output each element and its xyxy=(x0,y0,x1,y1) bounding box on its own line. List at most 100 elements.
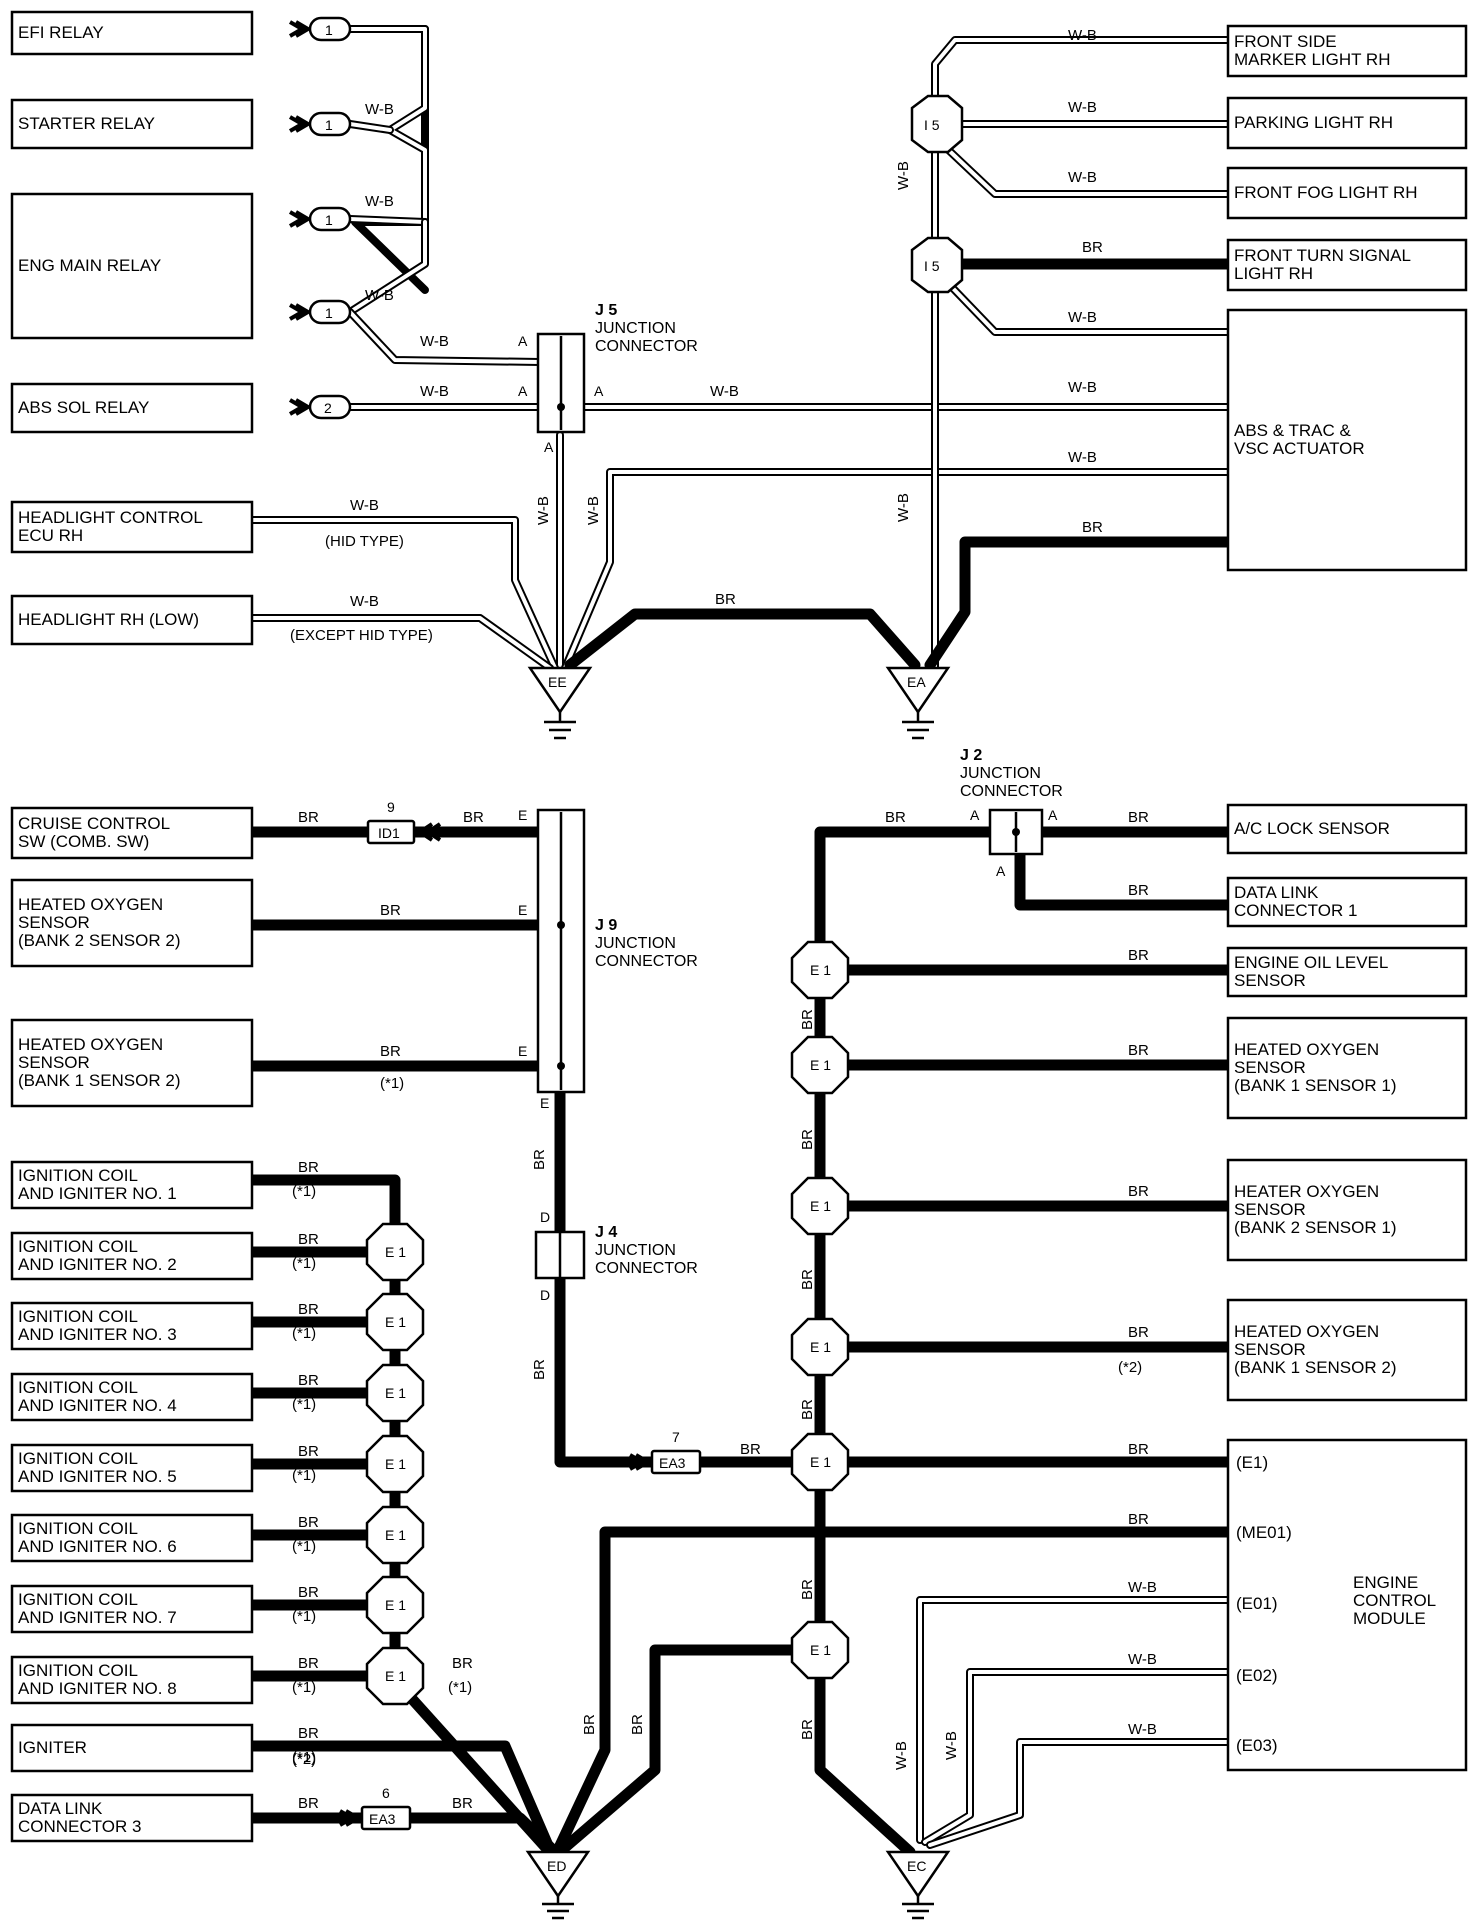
splice-i5-b: I 5 xyxy=(910,236,964,294)
hos-b1s2-left-label: SENSOR xyxy=(18,1053,90,1072)
front-fog-light-label: FRONT FOG LIGHT RH xyxy=(1234,183,1418,202)
wire-label-wb: W-B xyxy=(365,193,394,210)
component-front-fog-light: FRONT FOG LIGHT RH xyxy=(1226,166,1468,220)
note-n1: (*1) xyxy=(292,1325,316,1342)
component-efi-relay: EFI RELAY xyxy=(10,10,254,56)
wire-label-wb: W-B xyxy=(420,383,449,400)
ign-8-label: IGNITION COIL xyxy=(18,1661,138,1680)
j2-line3: CONNECTOR xyxy=(960,783,1063,800)
connector-1-efi: 1 xyxy=(288,16,352,42)
data-link-3-label: DATA LINK xyxy=(18,1799,103,1818)
wire-label-wb: W-B xyxy=(535,496,552,525)
e1-label: E 1 xyxy=(385,1244,406,1260)
ground-ea-label: EA xyxy=(907,674,926,690)
j2-pin-a2: A xyxy=(1048,807,1058,823)
cruise-control-label: SW (COMB. SW) xyxy=(18,832,149,851)
junction-j4: J 4 JUNCTION CONNECTOR D D xyxy=(534,1209,698,1303)
hos-b2s2-label: (BANK 2 SENSOR 2) xyxy=(18,931,181,950)
ecm-label: ENGINE xyxy=(1353,1573,1418,1592)
connector-1-label: 1 xyxy=(325,22,333,38)
wire-label-br: BR xyxy=(531,1149,548,1170)
ecm-terminal: (ME01) xyxy=(1236,1523,1292,1542)
wire-label-br: BR xyxy=(1082,519,1103,536)
splice-e1: E 1 xyxy=(365,1363,425,1423)
e1-label: E 1 xyxy=(385,1385,406,1401)
wire-label-br: BR xyxy=(298,1159,319,1176)
wire-j9-ea3 xyxy=(554,1086,666,1468)
wire-label-br: BR xyxy=(1128,1324,1149,1341)
wire-dlc3 xyxy=(246,1812,559,1856)
ground-ea: EA xyxy=(885,666,951,740)
ecm-terminal: (E03) xyxy=(1236,1736,1278,1755)
splice-e1: E 1 xyxy=(790,940,850,1000)
connector-ea3-left: EA3 6 xyxy=(338,1785,412,1831)
ign-7-label: AND IGNITER NO. 7 xyxy=(18,1608,177,1627)
note-n1: (*1) xyxy=(292,1679,316,1696)
wire-label-br: BR xyxy=(298,1301,319,1318)
data-link-3-label: CONNECTOR 3 xyxy=(18,1817,141,1836)
ea3-label: EA3 xyxy=(369,1811,396,1827)
wire-label-br: BR xyxy=(298,1514,319,1531)
hos-b1s1-label: SENSOR xyxy=(1234,1058,1306,1077)
wire-label-wb: W-B xyxy=(1068,379,1097,396)
wire-label-br: BR xyxy=(1128,1183,1149,1200)
j2-title: J 2 xyxy=(960,747,982,764)
e1-label: E 1 xyxy=(810,1198,831,1214)
component-ac-lock: A/C LOCK SENSOR xyxy=(1226,803,1468,855)
wire-label-wb: W-B xyxy=(1068,27,1097,44)
id1-number: 9 xyxy=(387,799,395,815)
ign-4-label: AND IGNITER NO. 4 xyxy=(18,1396,177,1415)
wire-label-wb: W-B xyxy=(710,383,739,400)
wire-me01 xyxy=(552,1526,1236,1856)
connector-2-label: 2 xyxy=(324,400,332,416)
e1-label: E 1 xyxy=(385,1597,406,1613)
connector-1-label: 1 xyxy=(325,305,333,321)
ecm-terminal: (E1) xyxy=(1236,1453,1268,1472)
front-side-marker-label: MARKER LIGHT RH xyxy=(1234,50,1391,69)
wire-e1-col xyxy=(814,826,1006,1858)
j4-title: J 4 xyxy=(595,1224,617,1241)
hos-b2s1-label: SENSOR xyxy=(1234,1200,1306,1219)
wire-efi xyxy=(346,25,429,294)
wire-label-br: BR xyxy=(298,1584,319,1601)
hos-b1s2-right-label: HEATED OXYGEN xyxy=(1234,1322,1379,1341)
connector-id1: ID1 9 xyxy=(366,799,442,845)
component-igniter: IGNITER xyxy=(10,1723,254,1773)
j9-pin-e4: E xyxy=(540,1095,549,1111)
splice-e1: E 1 xyxy=(790,1317,850,1377)
splice-e1: E 1 xyxy=(365,1575,425,1635)
note-n1: (*1) xyxy=(292,1255,316,1272)
relay-connectors: 1 1 1 1 2 xyxy=(288,16,352,420)
ign-3-label: AND IGNITER NO. 3 xyxy=(18,1325,177,1344)
hos-b1s2-left-label: HEATED OXYGEN xyxy=(18,1035,163,1054)
wire-label-br: BR xyxy=(629,1714,646,1735)
svg-text:J 5: J 5 xyxy=(595,302,617,319)
e1-label: E 1 xyxy=(385,1527,406,1543)
connector-1-label: 1 xyxy=(325,212,333,228)
e1-label: E 1 xyxy=(385,1668,406,1684)
ecm-terminal: (E02) xyxy=(1236,1666,1278,1685)
wire-label-br: BR xyxy=(581,1714,598,1735)
wire-label-wb: W-B xyxy=(365,101,394,118)
wire-label-br: BR xyxy=(452,1795,473,1812)
wire-label-br: BR xyxy=(531,1359,548,1380)
abs-trac-vsc-label: VSC ACTUATOR xyxy=(1234,439,1365,458)
component-abs-trac-vsc: ABS & TRAC &VSC ACTUATOR xyxy=(1226,308,1468,572)
efi-relay-label: EFI RELAY xyxy=(18,23,104,42)
cruise-control-label: CRUISE CONTROL xyxy=(18,814,170,833)
wire-label-br: BR xyxy=(1128,1511,1149,1528)
ign-5-label: AND IGNITER NO. 5 xyxy=(18,1467,177,1486)
wire-label-wb: W-B xyxy=(420,333,449,350)
wire-label-br: BR xyxy=(799,1009,816,1030)
note-hid: (HID TYPE) xyxy=(325,533,404,550)
wire-label-wb: W-B xyxy=(350,593,379,610)
wire-abs-ee-i xyxy=(563,470,1232,670)
wire-label-br: BR xyxy=(298,1231,319,1248)
